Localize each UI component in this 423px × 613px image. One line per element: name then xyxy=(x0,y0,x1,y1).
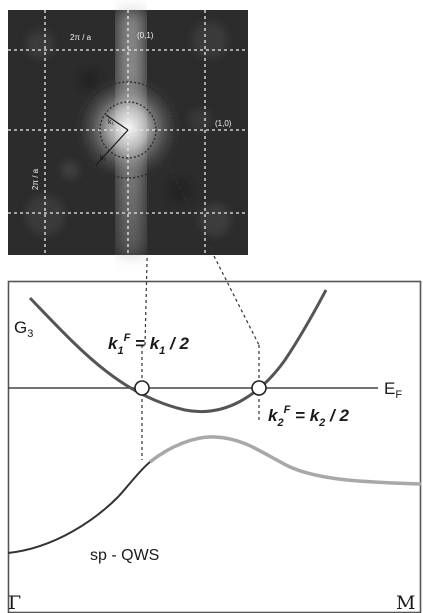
band-diagram: G3 EF k1F = k1 / 2 k2F = k2 / 2 sp - QWS… xyxy=(8,282,421,613)
gamma-point-label: Γ xyxy=(8,592,21,613)
qws-band-light xyxy=(150,437,421,484)
g3-label: G3 xyxy=(14,318,33,340)
kf2-crossing-marker xyxy=(252,381,266,395)
reciprocal-x-label: 2π / a xyxy=(70,33,92,42)
kf1-crossing-marker xyxy=(135,381,149,395)
diagram-frame xyxy=(9,282,421,613)
kf2-equation: k2F = k2 / 2 xyxy=(268,404,349,429)
k2-vector-label: k₂ xyxy=(100,155,107,162)
spot-10-label: (1,0) xyxy=(215,119,232,128)
kf1-equation: k1F = k1 / 2 xyxy=(108,332,189,357)
spot-01-label: (0,1) xyxy=(137,31,154,40)
m-point-label: M xyxy=(396,592,415,613)
reciprocal-y-label: 2π / a xyxy=(31,168,40,190)
qws-band-dark xyxy=(8,462,150,553)
fourier-image-panel: 2π / a (0,1) (1,0) 2π / a k₁ k₂ xyxy=(8,10,248,255)
k1-vector-label: k₁ xyxy=(108,119,115,126)
qws-label: sp - QWS xyxy=(90,547,159,564)
fermi-energy-label: EF xyxy=(384,379,402,401)
